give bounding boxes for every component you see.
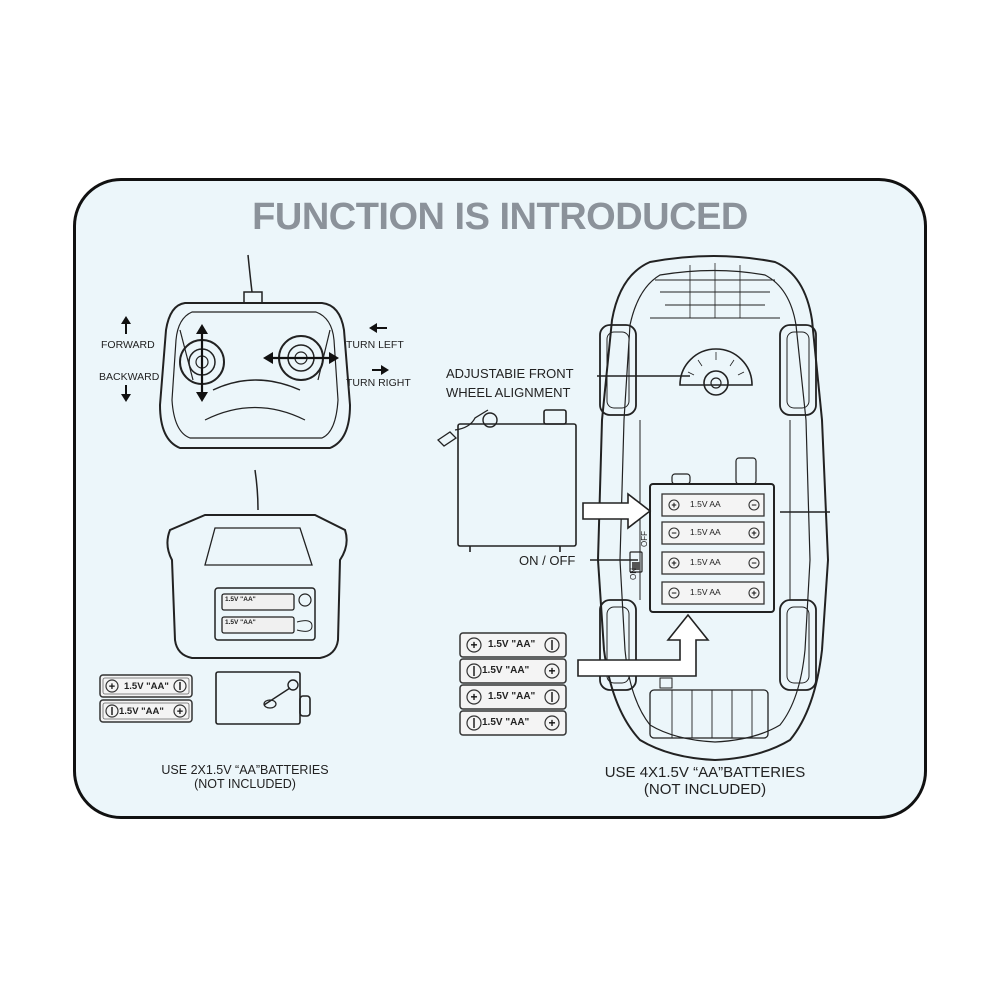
wheel-alignment-label-line-2: WHEEL ALIGNMENT (446, 385, 571, 400)
svg-text:+: + (177, 706, 183, 718)
switch-on-label: ON (629, 568, 638, 580)
remote-controller-back-view (166, 469, 348, 659)
remote-battery-cover (215, 671, 311, 725)
svg-text:+: + (751, 588, 756, 598)
turn-left-label: TURN LEFT (346, 339, 404, 351)
page-title: FUNCTION IS INTRODUCED (252, 196, 748, 238)
stick-arrows-icon (196, 324, 339, 402)
car-battery-1: + (459, 632, 567, 658)
car-battery-3: + (459, 684, 567, 710)
svg-text:+: + (470, 638, 477, 652)
svg-text:+: + (751, 528, 756, 538)
turn-right-label: TURN RIGHT (346, 377, 411, 389)
car-inner-battery-label-2: 1.5V AA (690, 527, 721, 537)
car-battery-label-2: 1.5V "AA" (482, 665, 530, 676)
remote-controller-top-view (158, 254, 352, 449)
car-battery-caption: USE 4X1.5V “AA”BATTERIES (NOT INCLUDED) (560, 764, 850, 799)
car-battery-label-4: 1.5V "AA" (482, 717, 530, 728)
switch-off-label: OFF (640, 531, 649, 547)
car-inner-batteries (661, 493, 765, 605)
svg-text:+: + (548, 664, 555, 678)
on-off-label: ON / OFF (519, 553, 576, 568)
backward-label: BACKWARD (99, 371, 160, 383)
remote-caption-line-2: (NOT INCLUDED) (194, 777, 296, 792)
remote-inner-batteries (221, 593, 313, 634)
remote-battery-caption: USE 2X1.5V “AA”BATTERIES (NOT INCLUDED) (120, 763, 370, 792)
forward-label: FORWARD (101, 339, 155, 351)
car-battery-4: + (459, 710, 567, 736)
on-off-switch (629, 551, 643, 573)
insert-arrow-right-icon (582, 492, 652, 530)
svg-text:+: + (470, 690, 477, 704)
svg-text:+: + (109, 681, 115, 693)
remote-caption-line-1: USE 2X1.5V “AA”BATTERIES (161, 763, 329, 777)
remote-inner-battery-label-2: 1.5V "AA" (225, 619, 256, 626)
insert-arrow-up-icon (577, 613, 710, 677)
svg-text:+: + (548, 716, 555, 730)
car-inner-battery-label-1: 1.5V AA (690, 499, 721, 509)
car-battery-label-1: 1.5V "AA" (488, 639, 536, 650)
svg-text:−: − (751, 558, 756, 568)
remote-battery-label-1: 1.5V "AA" (124, 681, 169, 692)
direction-arrows-icon (121, 316, 389, 402)
svg-text:+: + (671, 558, 676, 568)
wheel-alignment-label-line-1: ADJUSTABIE FRONT (446, 366, 574, 381)
car-battery-label-3: 1.5V "AA" (488, 691, 536, 702)
car-battery-cover (436, 409, 577, 552)
svg-text:+: + (671, 500, 676, 510)
car-caption-line-2: (NOT INCLUDED) (643, 781, 767, 799)
car-inner-battery-label-3: 1.5V AA (690, 557, 721, 567)
svg-text:−: − (751, 500, 756, 510)
car-battery-2: + (459, 658, 567, 684)
remote-battery-label-2: 1.5V "AA" (119, 706, 164, 717)
svg-text:−: − (671, 528, 676, 538)
remote-battery-1: + (99, 674, 193, 698)
remote-inner-battery-label-1: 1.5V "AA" (225, 596, 256, 603)
car-inner-battery-label-4: 1.5V AA (690, 587, 721, 597)
car-caption-line-1: USE 4X1.5V “AA”BATTERIES (604, 764, 806, 781)
remote-battery-2: + (99, 699, 193, 723)
svg-text:−: − (671, 588, 676, 598)
car-bottom-view (596, 255, 830, 762)
